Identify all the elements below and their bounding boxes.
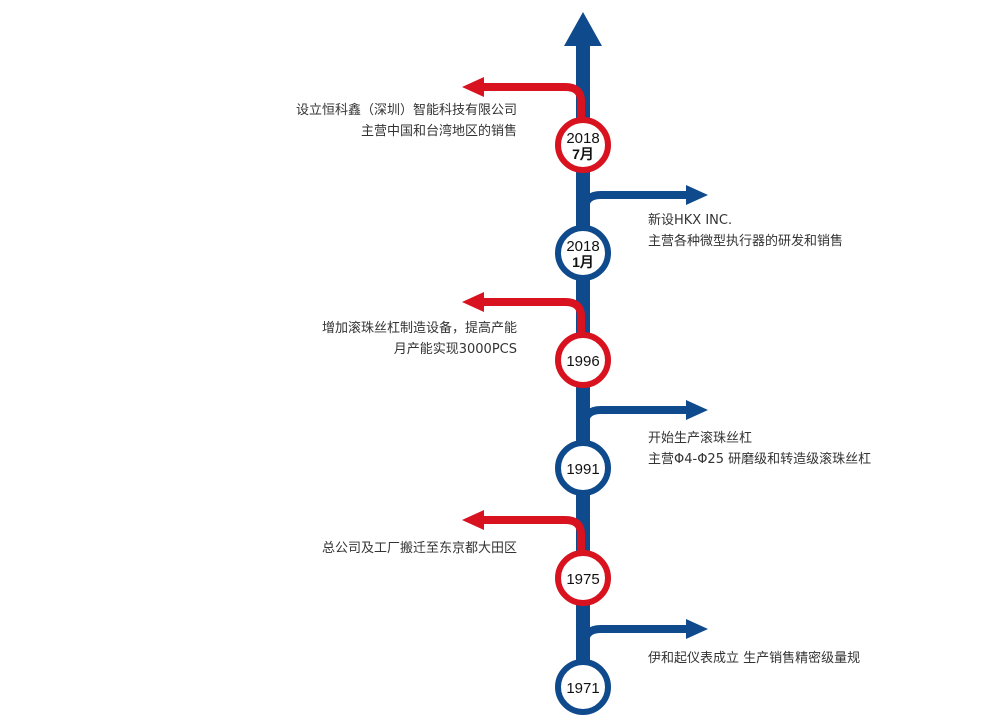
node-circle-2018-07 bbox=[555, 117, 611, 173]
branch-line-2018-07 bbox=[482, 83, 585, 118]
node-circle-1991 bbox=[555, 440, 611, 496]
node-1971: 1971 bbox=[555, 659, 611, 715]
event-text-line: 伊和起仪表成立 生产销售精密级量规 bbox=[648, 651, 861, 666]
node-year-2018-07: 2018 bbox=[566, 130, 599, 147]
event-text-line: 主营中国和台湾地区的销售 bbox=[360, 124, 517, 139]
event-text-line: 新设HKX INC. bbox=[648, 213, 733, 228]
event-text-line: 总公司及工厂搬迁至东京都大田区 bbox=[321, 541, 517, 556]
timeline-arrowhead bbox=[564, 12, 602, 46]
node-month-2018-01: 1月 bbox=[572, 254, 594, 270]
branch-line-1991 bbox=[581, 406, 688, 441]
branch-arrowhead-1991 bbox=[686, 400, 708, 420]
event-text-1996: 增加滚珠丝杠制造设备，提高产能月产能实现3000PCS bbox=[322, 318, 517, 360]
timeline-branches bbox=[462, 77, 708, 660]
node-year-1971: 1971 bbox=[566, 680, 599, 697]
event-text-line: 主营Φ4-Φ25 研磨级和转造级滚珠丝杠 bbox=[648, 452, 872, 467]
branch-line-2018-01 bbox=[581, 191, 688, 226]
node-circle-1971 bbox=[555, 659, 611, 715]
node-circle-1996 bbox=[555, 332, 611, 388]
node-year-1975: 1975 bbox=[566, 571, 599, 588]
node-1975: 1975 bbox=[555, 550, 611, 606]
event-text-line: 月产能实现3000PCS bbox=[393, 342, 517, 357]
node-year-2018-01: 2018 bbox=[566, 238, 599, 255]
branch-arrowhead-1975 bbox=[462, 510, 484, 530]
branch-line-1971 bbox=[581, 625, 688, 660]
event-text-line: 增加滚珠丝杠制造设备，提高产能 bbox=[321, 321, 517, 336]
branch-arrowhead-1996 bbox=[462, 292, 484, 312]
event-text-line: 主营各种微型执行器的研发和销售 bbox=[648, 234, 844, 249]
node-year-1996: 1996 bbox=[566, 353, 599, 370]
node-circle-2018-01 bbox=[555, 225, 611, 281]
branch-arrowhead-2018-01 bbox=[686, 185, 708, 205]
node-1996: 1996 bbox=[555, 332, 611, 388]
event-text-1975: 总公司及工厂搬迁至东京都大田区 bbox=[322, 538, 517, 559]
event-text-1991: 开始生产滚珠丝杠主营Φ4-Φ25 研磨级和转造级滚珠丝杠 bbox=[648, 428, 871, 470]
node-year-1991: 1991 bbox=[566, 461, 599, 478]
event-text-line: 设立恒科鑫（深圳）智能科技有限公司 bbox=[295, 103, 517, 118]
event-text-2018-01: 新设HKX INC. 主营各种微型执行器的研发和销售 bbox=[648, 210, 843, 252]
event-text-2018-07: 设立恒科鑫（深圳）智能科技有限公司主营中国和台湾地区的销售 bbox=[296, 100, 517, 142]
branch-arrowhead-1971 bbox=[686, 619, 708, 639]
node-circle-1975 bbox=[555, 550, 611, 606]
event-text-1971: 伊和起仪表成立 生产销售精密级量规 bbox=[648, 648, 860, 669]
node-month-2018-07: 7月 bbox=[572, 146, 594, 162]
branch-line-1996 bbox=[482, 298, 585, 333]
branch-arrowhead-2018-07 bbox=[462, 77, 484, 97]
branch-line-1975 bbox=[482, 516, 585, 551]
node-1991: 1991 bbox=[555, 440, 611, 496]
event-text-line: 开始生产滚珠丝杠 bbox=[648, 431, 753, 446]
